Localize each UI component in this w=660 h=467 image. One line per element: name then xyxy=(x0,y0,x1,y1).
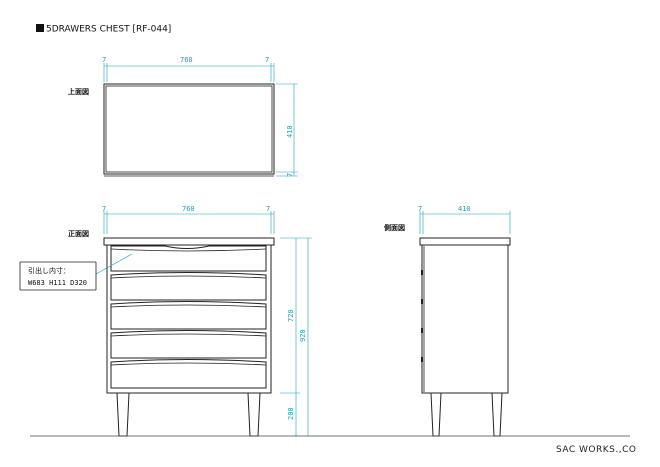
front-dim-leg-height: 200 xyxy=(287,407,295,420)
front-width-dimension: 7 760 7 xyxy=(102,205,275,234)
drawer-5 xyxy=(110,359,267,389)
top-width-dimension: 7 760 7 xyxy=(102,56,275,82)
drawer-2 xyxy=(110,272,267,301)
title-marker xyxy=(36,24,44,32)
top-dim-depth: 410 xyxy=(286,125,294,138)
drawer-note-line2: W683 H111 D320 xyxy=(28,279,87,287)
side-view-label: 側面図 xyxy=(383,223,405,232)
front-top-board xyxy=(103,237,275,246)
top-dim-width: 760 xyxy=(180,56,193,64)
side-drawer-fronts xyxy=(421,246,425,392)
side-view xyxy=(419,237,511,437)
front-view-label: 正面図 xyxy=(68,229,89,238)
top-view-label: 上面図 xyxy=(68,87,89,96)
drawer-note-line1: 引出し内寸： xyxy=(28,266,70,275)
side-leg-front xyxy=(430,392,442,437)
front-dim-body-height: 720 xyxy=(287,309,295,322)
front-leg-left xyxy=(116,392,130,437)
front-view xyxy=(103,237,275,437)
front-dim-right: 7 xyxy=(266,205,270,213)
drawing-title: 5DRAWERS CHEST [RF-044] xyxy=(46,25,171,35)
front-leg-right xyxy=(247,392,261,437)
front-dim-left: 7 xyxy=(102,205,106,213)
side-top-board xyxy=(419,237,511,246)
drawer-4 xyxy=(110,330,267,359)
side-dim-small: 7 xyxy=(418,205,422,213)
front-dim-total-height: 920 xyxy=(299,329,307,342)
top-dim-right: 7 xyxy=(265,56,269,64)
drawer-3 xyxy=(110,301,267,330)
top-view-outline xyxy=(103,83,275,175)
top-view-inner xyxy=(105,85,273,173)
drawer-note: 引出し内寸： W683 H111 D320 xyxy=(19,253,133,291)
side-leg-back xyxy=(491,392,503,437)
side-dim-depth: 410 xyxy=(458,205,471,213)
top-view xyxy=(103,83,275,177)
front-dim-width: 760 xyxy=(182,205,195,213)
front-height-dimension: 720 200 920 xyxy=(280,237,312,436)
drawer-1 xyxy=(110,245,267,272)
side-depth-dimension: 7 410 xyxy=(418,205,511,234)
top-dim-left: 7 xyxy=(102,56,106,64)
top-dim-depth-small: 7 xyxy=(286,173,294,177)
side-carcass xyxy=(421,244,509,394)
front-drawers xyxy=(110,245,267,389)
top-depth-dimension: 410 7 xyxy=(276,83,298,177)
brand-text: SAC WORKS.,CO xyxy=(556,445,636,455)
